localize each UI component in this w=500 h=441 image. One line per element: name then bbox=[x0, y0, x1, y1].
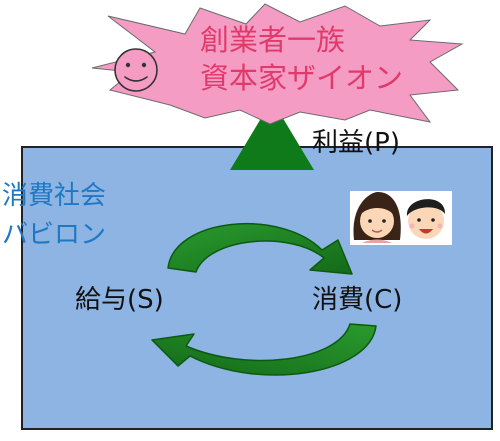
consumption-label: 消費(C) bbox=[312, 285, 403, 315]
cycle-arrow-top bbox=[167, 223, 353, 275]
boy-face-icon bbox=[406, 199, 446, 239]
cycle-arrow-bottom bbox=[151, 323, 377, 376]
founder-label-line1: 創業者一族 bbox=[200, 23, 346, 57]
profit-triangle bbox=[230, 100, 314, 170]
founder-starburst bbox=[91, 3, 464, 125]
wage-label: 給与(S) bbox=[75, 285, 164, 315]
profit-label: 利益(P) bbox=[312, 128, 400, 158]
founder-label-line2: 資本家ザイオン bbox=[200, 61, 404, 95]
society-label-line2: バビロン bbox=[2, 220, 107, 250]
smiley-face-icon bbox=[114, 48, 158, 92]
girl-face-icon bbox=[353, 192, 401, 243]
society-label-line1: 消費社会 bbox=[2, 181, 107, 211]
people-icons bbox=[350, 191, 452, 245]
